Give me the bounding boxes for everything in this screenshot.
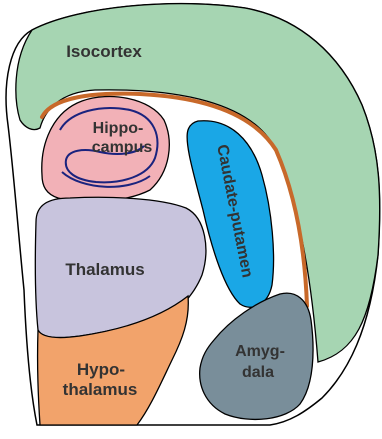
amygdala-label-line2: dala — [242, 364, 274, 381]
thalamus-label: Thalamus — [65, 260, 144, 279]
isocortex-label: Isocortex — [66, 42, 142, 61]
hippocampus-label-line2: campus — [92, 139, 153, 156]
hypothalamus-label-line1: Hypo- — [77, 360, 125, 379]
hypothalamus-label-line2: thalamus — [63, 380, 138, 399]
hippocampus-label-line1: Hippo- — [93, 120, 144, 137]
amygdala-label-line1: Amyg- — [235, 343, 285, 360]
